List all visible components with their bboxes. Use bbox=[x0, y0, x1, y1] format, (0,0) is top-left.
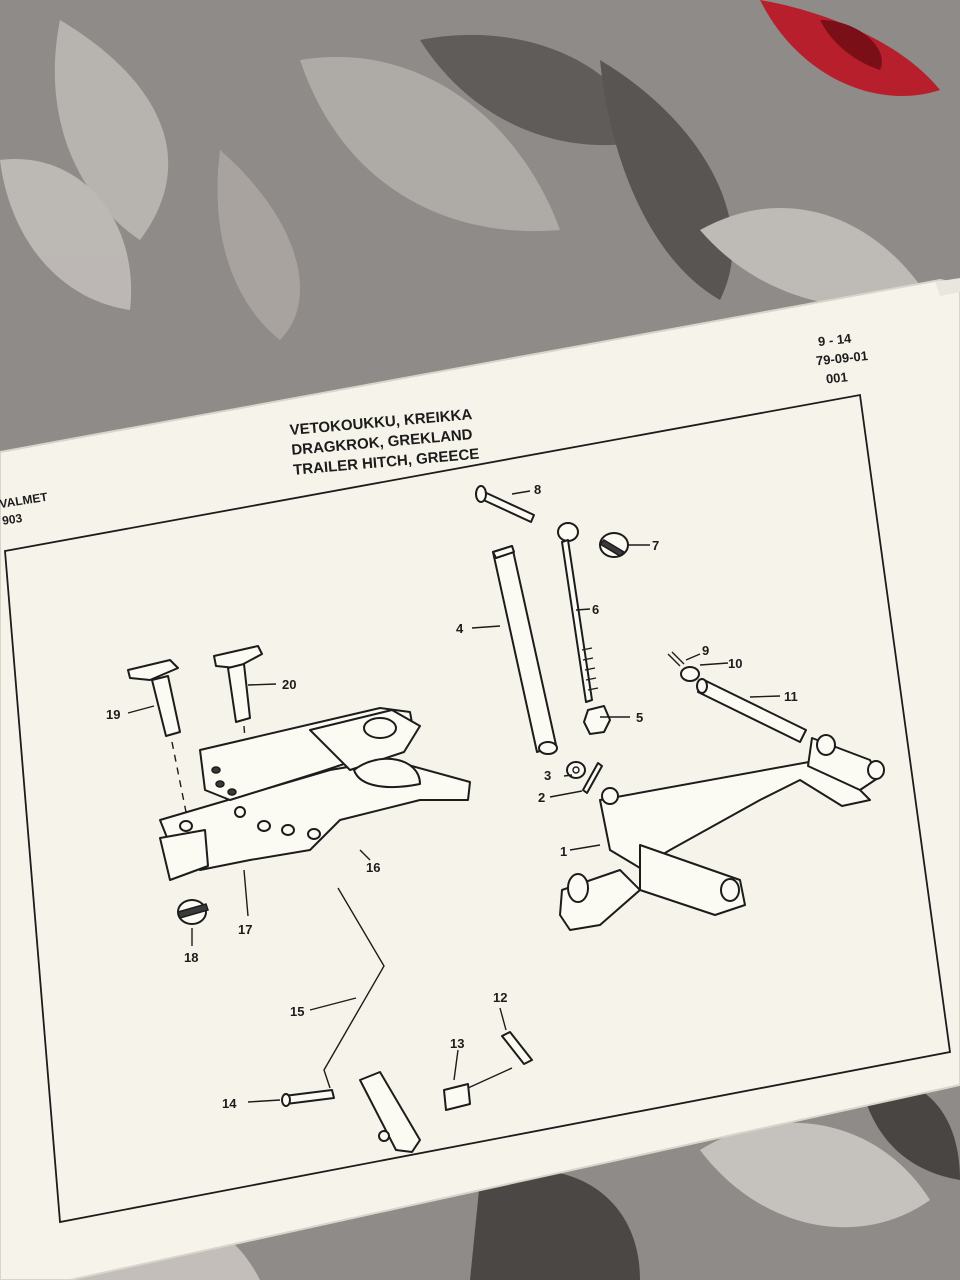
part-16-17-drawbar bbox=[159, 707, 471, 881]
part-8-bolt bbox=[475, 485, 535, 523]
callout-13: 13 bbox=[450, 1036, 464, 1051]
paper-sheet bbox=[0, 278, 960, 1280]
diagram-frame bbox=[4, 393, 952, 1224]
callout-10: 10 bbox=[728, 656, 742, 671]
part-11-shaft bbox=[696, 678, 807, 743]
callout-16: 16 bbox=[366, 860, 380, 875]
callout-3: 3 bbox=[544, 768, 551, 783]
part-14-bolt bbox=[281, 1089, 335, 1107]
part-5-nut bbox=[583, 705, 611, 735]
revision-code: 001 bbox=[825, 369, 848, 386]
callout-1: 1 bbox=[560, 844, 567, 859]
callout-8: 8 bbox=[534, 482, 541, 497]
callout-18: 18 bbox=[184, 950, 198, 965]
part-19-pin bbox=[127, 659, 181, 737]
callout-14: 14 bbox=[222, 1096, 237, 1111]
part-6-rod bbox=[557, 522, 599, 703]
callout-6: 6 bbox=[592, 602, 599, 617]
callout-11: 11 bbox=[784, 689, 798, 704]
part-9-clip bbox=[667, 651, 685, 667]
callout-20: 20 bbox=[282, 677, 296, 692]
callout-12: 12 bbox=[493, 990, 507, 1005]
part-7-linch-pin bbox=[598, 532, 629, 558]
part-4-bar bbox=[492, 545, 558, 755]
part-20-pin bbox=[213, 645, 263, 723]
part-2-cotter-pin bbox=[582, 762, 603, 794]
part-13-spring bbox=[443, 1067, 513, 1111]
date-code: 79-09-01 bbox=[815, 348, 868, 368]
callout-9: 9 bbox=[702, 643, 709, 658]
part-12-link bbox=[501, 1031, 533, 1065]
callout-15: 15 bbox=[290, 1004, 304, 1019]
callout-17: 17 bbox=[238, 922, 252, 937]
model-label: 903 bbox=[1, 511, 23, 528]
part-1-hitch-frame bbox=[559, 734, 885, 931]
part-15-rod bbox=[323, 887, 385, 1089]
callout-5: 5 bbox=[636, 710, 643, 725]
part-10-washer bbox=[680, 666, 700, 682]
callout-2: 2 bbox=[538, 790, 545, 805]
callout-7: 7 bbox=[652, 538, 659, 553]
callout-4: 4 bbox=[456, 621, 464, 636]
part-3-washer bbox=[566, 761, 586, 779]
part-lever-plate bbox=[359, 1071, 421, 1153]
callout-19: 19 bbox=[106, 707, 120, 722]
page-code: 9 - 14 bbox=[817, 331, 852, 349]
part-18-linch-pin bbox=[177, 899, 209, 925]
